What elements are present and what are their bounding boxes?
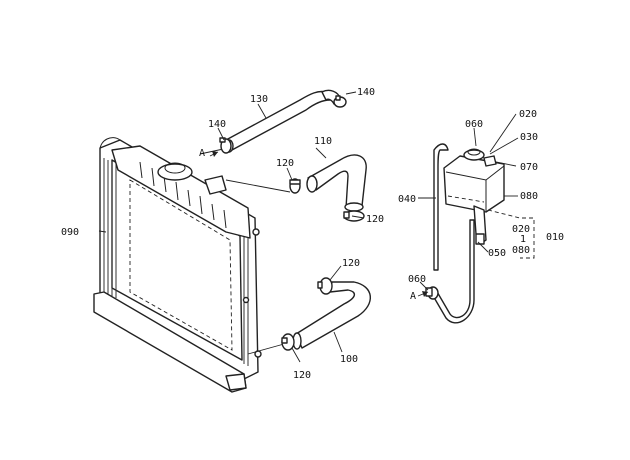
radiator-cap	[157, 163, 193, 181]
label-120-b: 120	[366, 214, 384, 225]
group-010-bottom: 080	[512, 245, 530, 256]
label-080: 080	[520, 191, 538, 202]
label-a-top: A	[199, 148, 205, 159]
label-130: 130	[250, 94, 268, 105]
clamp-120-lower-top	[317, 277, 333, 295]
label-040: 040	[398, 194, 416, 205]
group-010-mid: 1	[520, 234, 526, 245]
label-120-d: 120	[293, 370, 311, 381]
top-tank-ribs	[139, 161, 227, 229]
label-050: 050	[488, 248, 506, 259]
label-a-bottom: A	[410, 291, 416, 302]
label-110: 110	[314, 136, 332, 147]
label-090: 090	[61, 227, 79, 238]
hose-110	[306, 154, 367, 212]
label-140-left: 140	[208, 119, 226, 130]
leader-lines	[98, 91, 519, 363]
clamp-140-right	[333, 95, 347, 108]
label-120-c: 120	[342, 258, 360, 269]
label-100: 100	[340, 354, 358, 365]
label-060-top: 060	[465, 119, 483, 130]
clamp-120-upper-left	[289, 178, 301, 194]
arrow-a-top	[209, 151, 219, 157]
clamp-120-lower-bottom	[281, 333, 295, 351]
label-060-bottom: 060	[408, 274, 426, 285]
hose-100	[292, 281, 371, 350]
arrow-a-bottom	[417, 291, 429, 297]
label-010: 010	[546, 232, 564, 243]
clamp-140-left	[219, 137, 232, 154]
label-020: 020	[519, 109, 537, 120]
part-labels: 090 130 140 140 110 120 120 120 120 100 …	[61, 87, 564, 381]
fitting-060-lower	[425, 286, 439, 300]
group-010-top: 020	[512, 224, 530, 235]
label-030: 030	[520, 132, 538, 143]
radiator	[93, 137, 262, 393]
label-140-right: 140	[357, 87, 375, 98]
overflow-hose-040	[433, 143, 449, 271]
label-120-a: 120	[276, 158, 294, 169]
reserve-tank	[443, 148, 505, 213]
label-070: 070	[520, 162, 538, 173]
